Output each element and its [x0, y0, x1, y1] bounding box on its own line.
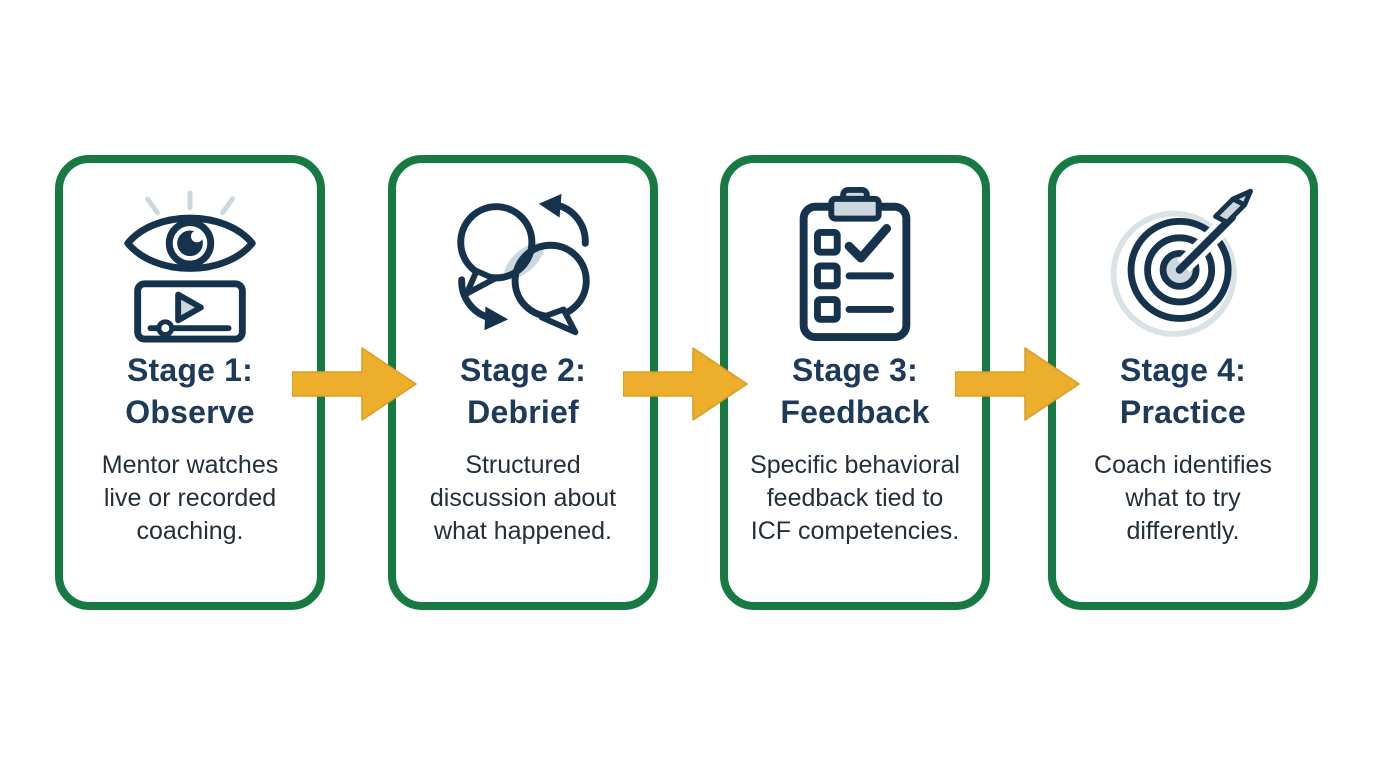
stage-desc-line: what to try	[1125, 484, 1241, 512]
right-arrow-icon	[292, 344, 418, 424]
stage-title-line1: Stage 4:	[1119, 352, 1247, 388]
checklist-clipboard-icon-svg	[799, 187, 911, 342]
speech-bubbles-icon-svg	[457, 193, 590, 336]
stage-title-line1: Stage 3:	[791, 352, 919, 388]
stage-desc-line: coaching.	[136, 517, 244, 545]
target-arrow-icon	[1098, 187, 1268, 345]
stage-2-card: Stage 2: Debrief Structured discussion a…	[388, 155, 658, 610]
speech-bubbles-icon	[439, 187, 607, 345]
stage-title-line2: Observe	[125, 394, 255, 430]
right-arrow-icon	[623, 344, 749, 424]
stage-description: Mentor watches live or recorded coaching…	[102, 449, 278, 548]
stage-desc-line: Mentor watches	[101, 451, 279, 479]
eye-video-icon	[106, 187, 274, 345]
stage-desc-line: feedback tied to	[766, 484, 944, 512]
stage-4-card: Stage 4: Practice Coach identifies what …	[1048, 155, 1318, 610]
eye-video-icon-svg	[124, 190, 256, 343]
stage-description: Coach identifies what to try differently…	[1094, 449, 1272, 548]
target-arrow-icon-svg	[1110, 188, 1253, 337]
stage-desc-line: discussion about	[429, 484, 617, 512]
stage-desc-line: Structured	[465, 451, 581, 479]
stage-title: Stage 4: Practice	[1120, 349, 1246, 433]
stage-1-card: Stage 1: Observe Mentor watches live or …	[55, 155, 325, 610]
right-arrow-icon	[955, 344, 1081, 424]
stage-desc-line: what happened.	[434, 517, 612, 545]
stage-title-line1: Stage 1:	[126, 352, 254, 388]
stage-desc-line: Specific behavioral	[750, 451, 960, 479]
stage-title-line1: Stage 2:	[459, 352, 587, 388]
stage-title: Stage 2: Debrief	[460, 349, 586, 433]
stage-desc-line: Coach identifies	[1094, 451, 1272, 479]
stage-title: Stage 3: Feedback	[780, 349, 929, 433]
stage-title-line2: Debrief	[467, 394, 579, 430]
stage-title-line2: Practice	[1119, 394, 1247, 430]
stage-desc-line: live or recorded	[103, 484, 277, 512]
stage-title-line2: Feedback	[780, 394, 930, 430]
checklist-clipboard-icon	[785, 187, 925, 345]
stage-desc-line: differently.	[1126, 517, 1240, 545]
stage-description: Structured discussion about what happene…	[430, 449, 616, 548]
stage-description: Specific behavioral feedback tied to ICF…	[750, 449, 960, 548]
stage-desc-line: ICF competencies.	[750, 517, 960, 545]
stage-3-card: Stage 3: Feedback Specific behavioral fe…	[720, 155, 990, 610]
stage-title: Stage 1: Observe	[125, 349, 254, 433]
